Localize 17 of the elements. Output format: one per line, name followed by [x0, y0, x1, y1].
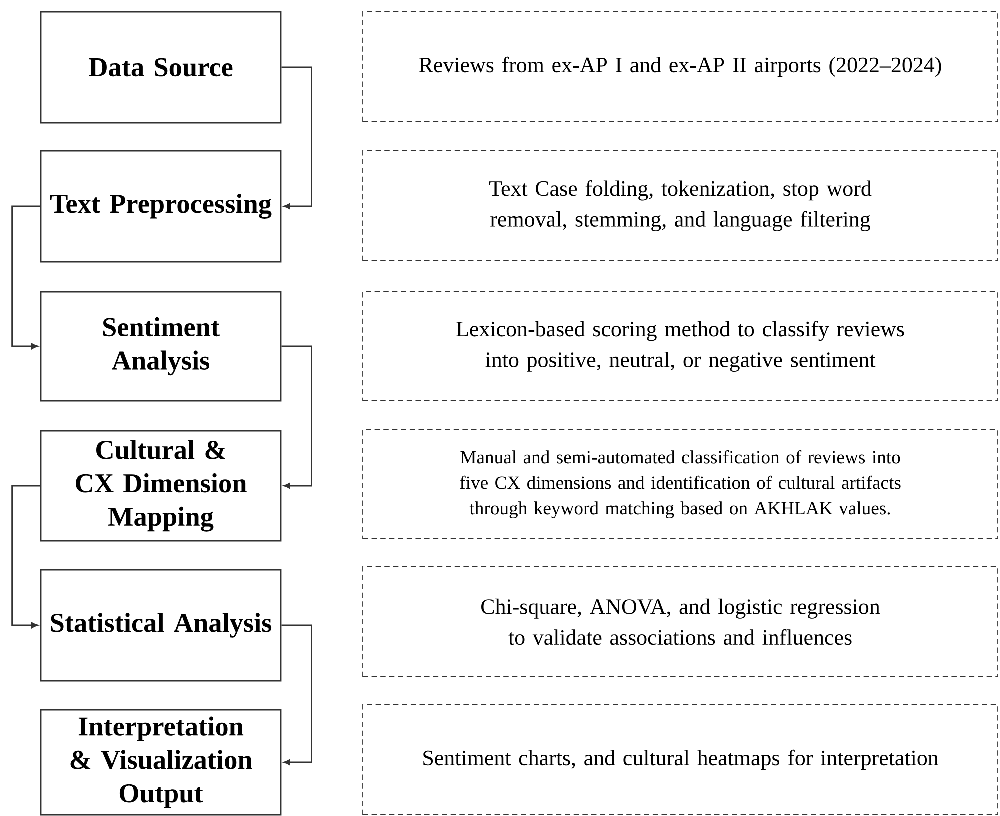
process-box: Data Source — [40, 11, 282, 124]
process-box: Sentiment Analysis — [40, 291, 282, 402]
description-box: Lexicon-based scoring method to classify reviews into positive, neutral, or negative sentiment — [362, 292, 998, 402]
arrow — [12, 206, 40, 350]
description-box: Chi-square, ANOVA, and logistic regression to validate associations and influences — [362, 566, 998, 678]
arrow — [282, 624, 312, 766]
process-box: Interpretation & Visualization Output — [40, 709, 282, 816]
arrow — [12, 485, 40, 628]
arrow — [282, 346, 312, 489]
process-box: Text Preprocessing — [40, 150, 282, 263]
description-box: Text Case folding, tokenization, stop word removal, stemming, and language filtering — [362, 150, 998, 262]
process-box: Statistical Analysis — [40, 569, 282, 682]
process-box: Cultural & CX Dimension Mapping — [40, 430, 282, 542]
description-box: Manual and semi-automated classification of reviews into five CX dimensions and identification of cultural artifacts through keyword matching based on AKHLAK values. — [362, 430, 998, 540]
description-box: Sentiment charts, and cultural heatmaps for interpretation — [362, 704, 998, 816]
description-box: Reviews from ex-AP I and ex-AP II airports (2022–2024) — [362, 12, 998, 122]
arrow — [282, 66, 312, 210]
